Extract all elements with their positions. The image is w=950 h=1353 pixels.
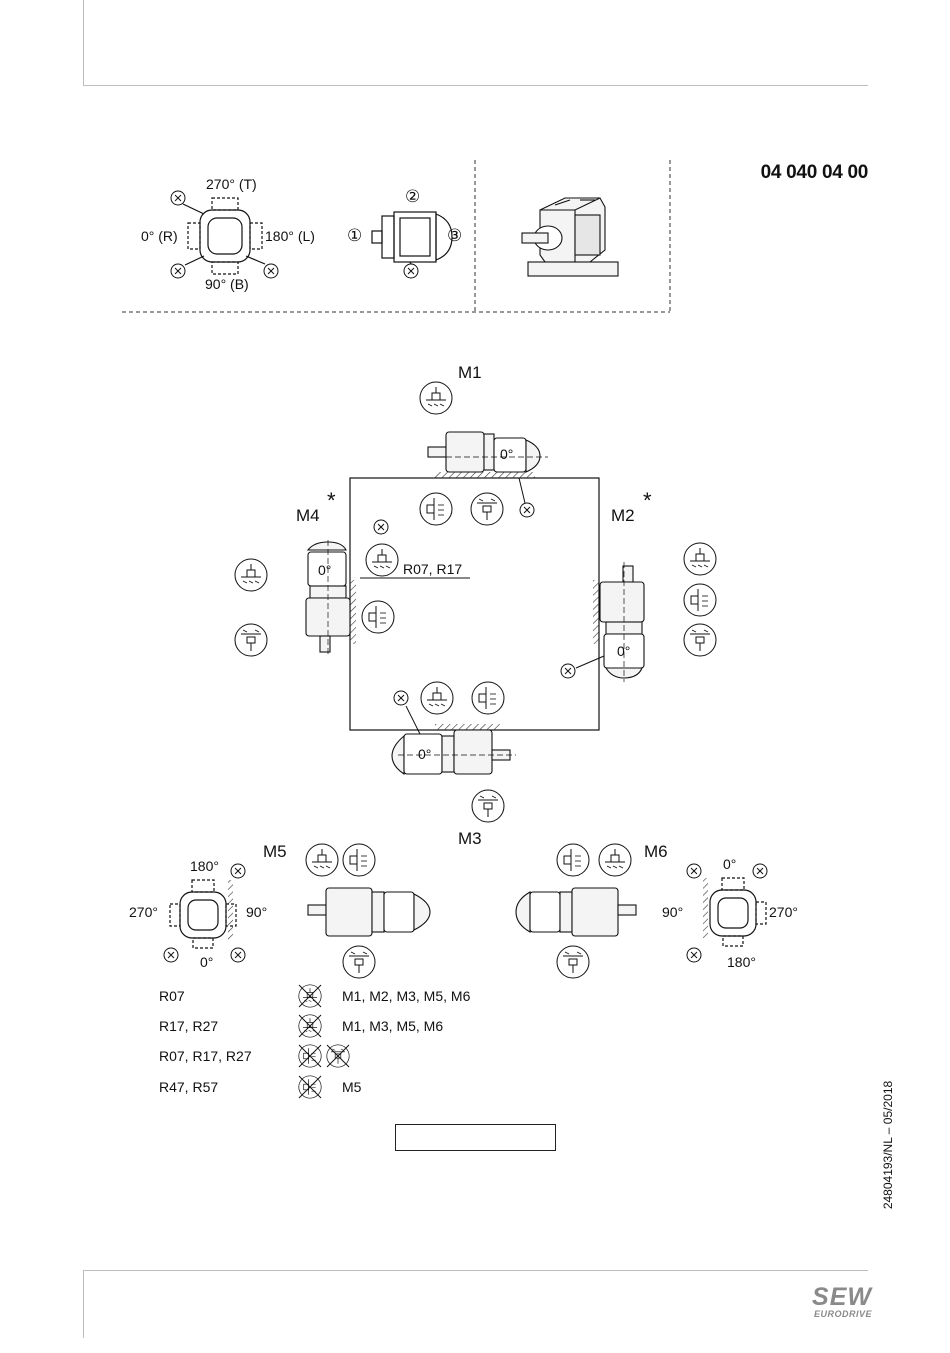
tb-label-bottom: 90° (B) <box>205 276 249 292</box>
m6-side-view <box>516 888 636 936</box>
m5-label-left: 270° <box>129 904 158 920</box>
cable-entry-diagram <box>372 212 452 266</box>
gear-unit-perspective <box>522 198 618 276</box>
m6-label-top: 0° <box>723 856 736 872</box>
legend-row-2-positions: M1, M3, M5, M6 <box>342 1018 443 1034</box>
m4-motor-zero: 0° <box>318 562 331 578</box>
legend-row-2-types: R17, R27 <box>159 1018 218 1034</box>
m3-motor-zero: 0° <box>418 746 431 762</box>
empty-annotation-box <box>395 1124 556 1151</box>
m1-unit <box>428 432 540 472</box>
legend-row-4-types: R47, R57 <box>159 1079 218 1095</box>
m4-asterisk: * <box>327 488 336 514</box>
m5-side-view <box>308 888 430 936</box>
m1-motor-zero: 0° <box>500 446 513 462</box>
label-m2: M2 <box>611 506 635 526</box>
label-m6: M6 <box>644 842 668 862</box>
label-m5: M5 <box>263 842 287 862</box>
tb-label-top: 270° (T) <box>206 176 257 192</box>
m1-mount-surface <box>435 472 535 478</box>
m5-wall <box>228 880 233 940</box>
m6-label-bottom: 180° <box>727 954 756 970</box>
terminal-box-diagram <box>183 198 265 274</box>
m5-label-bottom: 0° <box>200 954 213 970</box>
legend-row-3-types: R07, R17, R27 <box>159 1048 252 1064</box>
label-m4: M4 <box>296 506 320 526</box>
m5-end-view <box>170 880 236 948</box>
cable-entry-3: ③ <box>447 226 462 246</box>
m6-label-left: 90° <box>662 904 683 920</box>
m2-asterisk: * <box>643 488 652 514</box>
m3-unit <box>392 730 510 774</box>
m5-label-top: 180° <box>190 858 219 874</box>
tb-label-right: 180° (L) <box>265 228 315 244</box>
side-document-code-text: 24804193/NL – 05/2018 <box>881 1081 895 1209</box>
side-document-code: 24804193/NL – 05/2018 <box>868 1075 908 1215</box>
legend-row-4-positions: M5 <box>342 1079 361 1095</box>
m6-end-view <box>710 878 766 946</box>
m2-mount-surface <box>593 580 599 644</box>
logo-main-text: SEW <box>796 1285 872 1309</box>
m3-mount-surface <box>435 724 500 730</box>
logo-sub-text: EURODRIVE <box>796 1309 872 1319</box>
legend-row-1-positions: M1, M2, M3, M5, M6 <box>342 988 470 1004</box>
cable-entry-2: ② <box>405 187 420 207</box>
legend-row-1-types: R07 <box>159 988 185 1004</box>
r07-r17-note: R07, R17 <box>403 561 462 577</box>
m5-label-right: 90° <box>246 904 267 920</box>
m2-unit <box>600 566 644 678</box>
sew-eurodrive-logo: SEW EURODRIVE <box>796 1285 872 1321</box>
m4-mount-surface <box>350 580 356 644</box>
tb-label-left: 0° (R) <box>141 228 178 244</box>
label-m3: M3 <box>458 829 482 849</box>
m6-wall <box>703 878 708 938</box>
label-m1: M1 <box>458 363 482 383</box>
cable-entry-1: ① <box>347 226 362 246</box>
m6-label-right: 270° <box>769 904 798 920</box>
m2-motor-zero: 0° <box>617 643 630 659</box>
